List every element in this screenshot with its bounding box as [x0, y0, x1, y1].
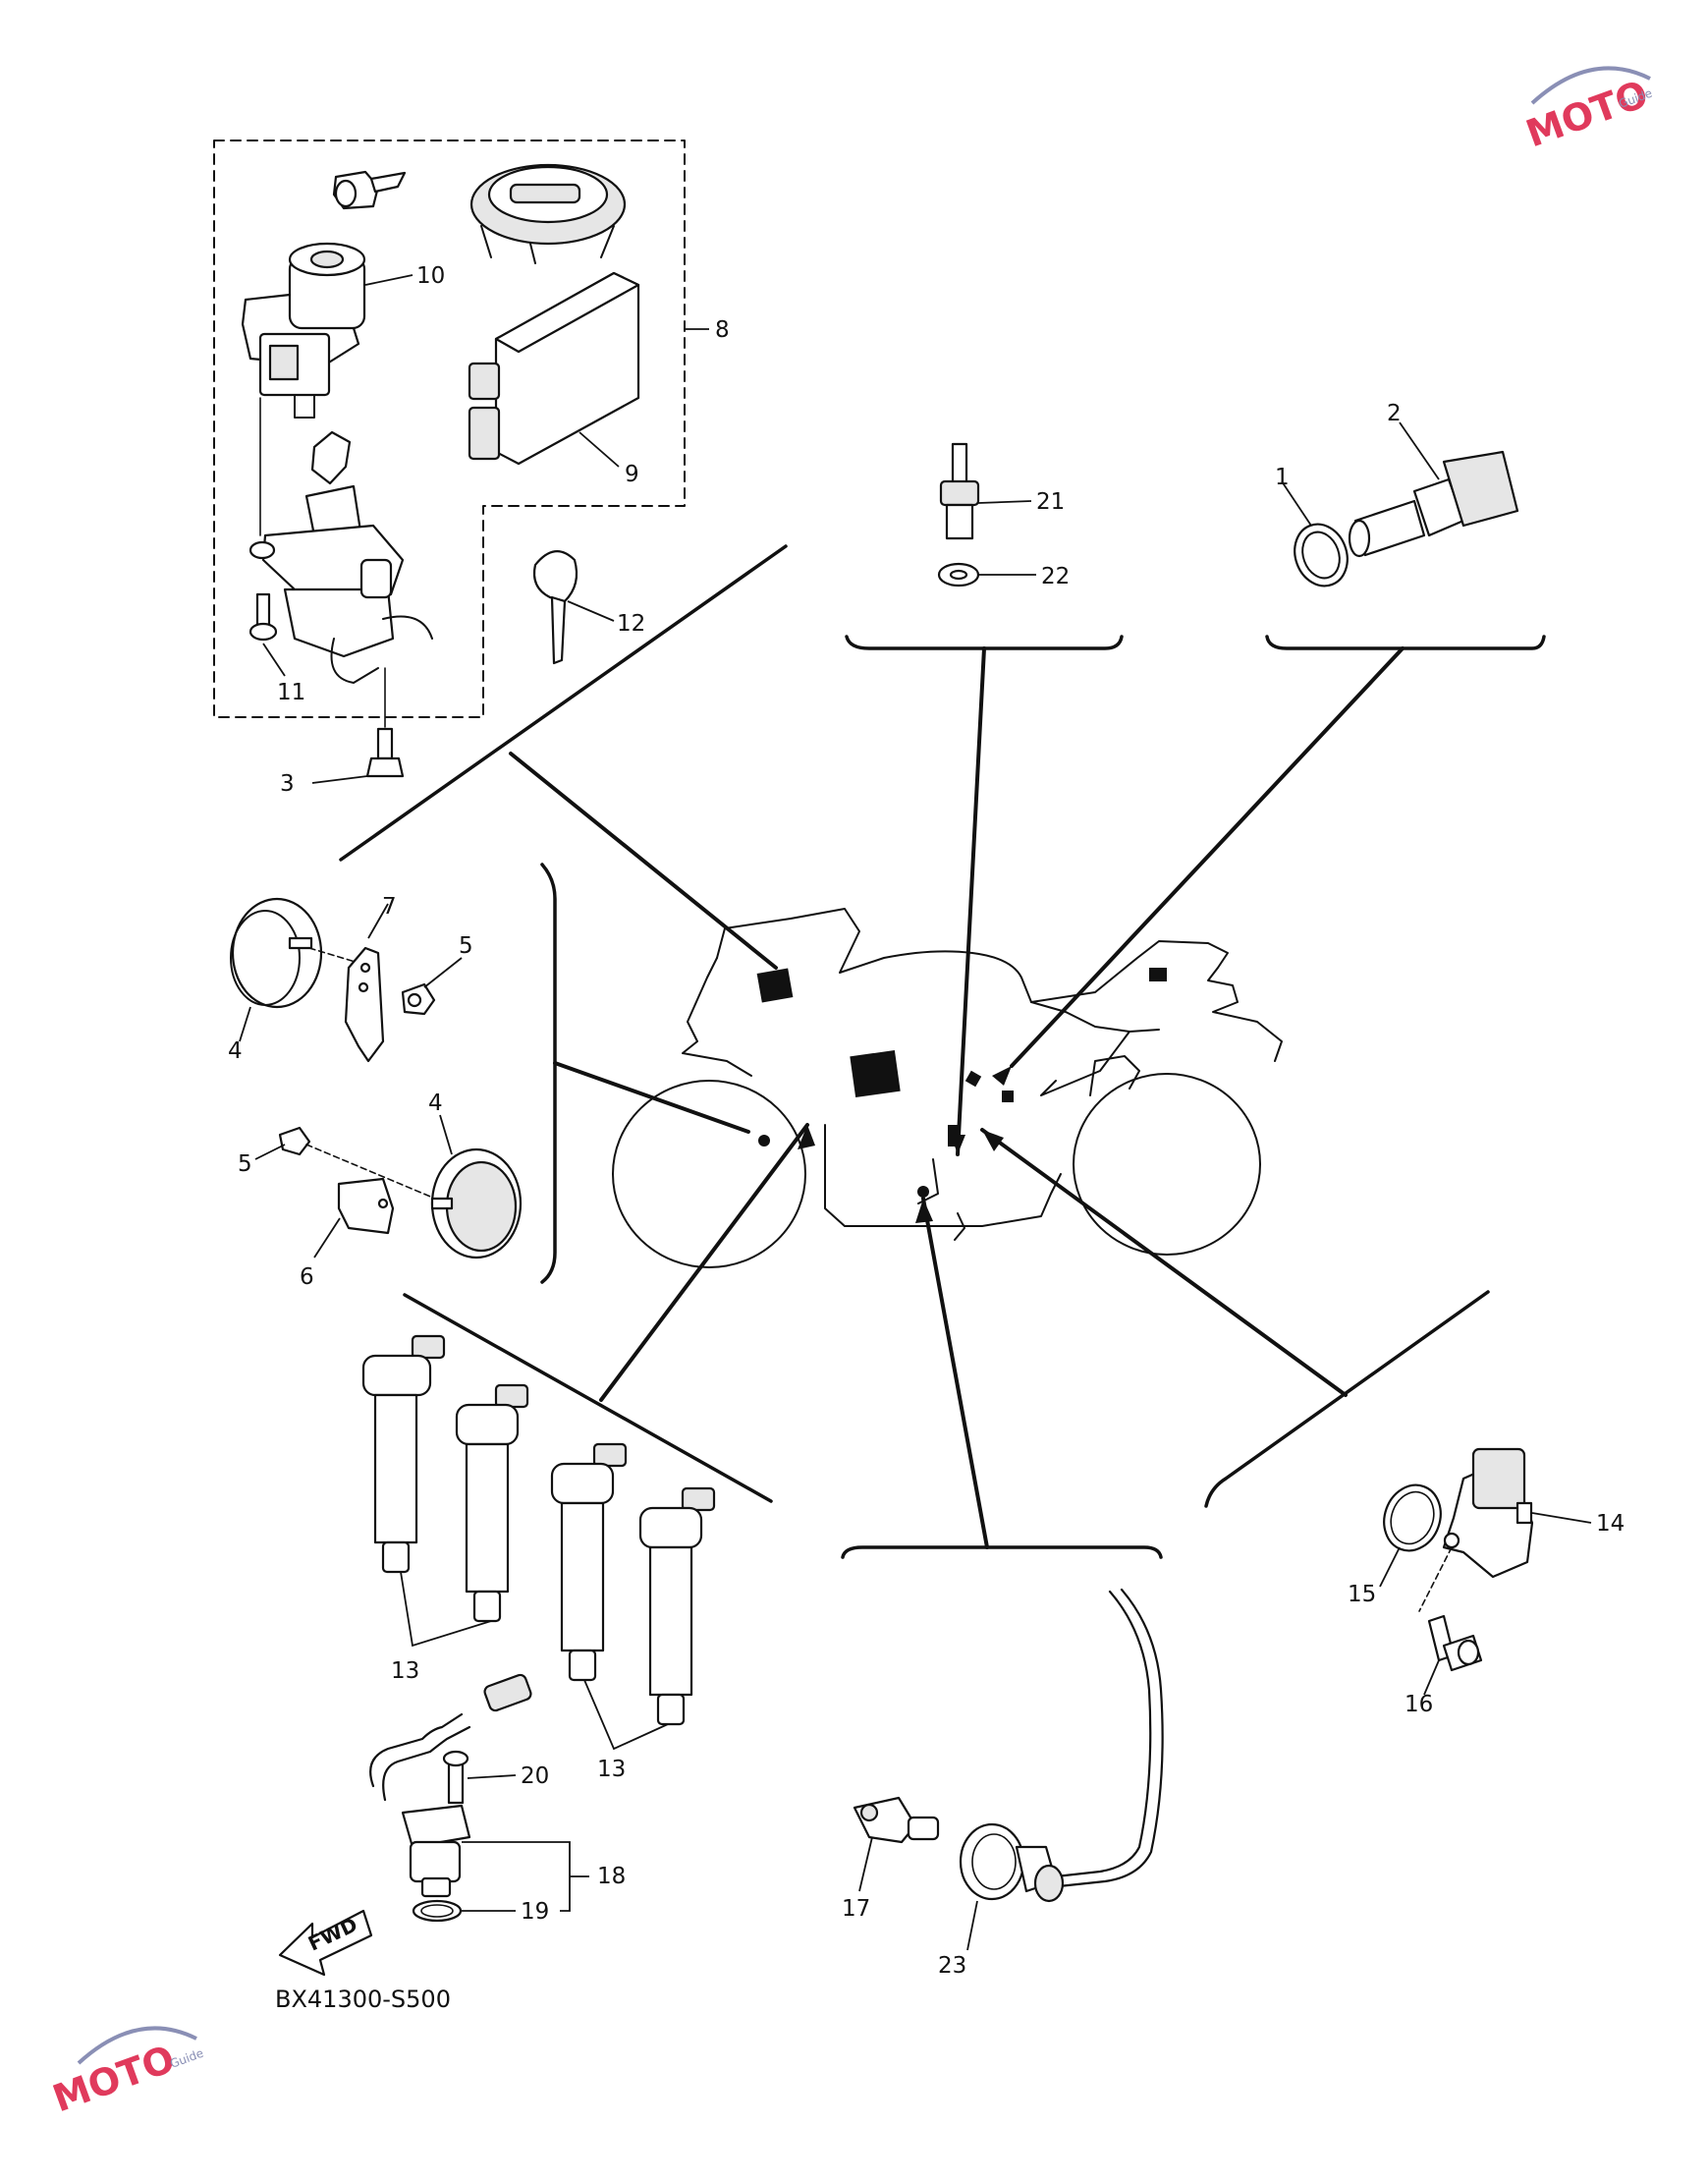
key-part-12 [532, 550, 579, 665]
washer-part-22 [937, 562, 980, 587]
reflector-part-4-upper [230, 897, 359, 1009]
callout-21: 21 [1036, 489, 1065, 515]
callout-16: 16 [1405, 1692, 1433, 1717]
callout-15: 15 [1348, 1582, 1376, 1607]
callout-5-upper: 5 [459, 933, 473, 959]
leader-11 [262, 643, 286, 677]
sensor-part-21 [939, 442, 980, 540]
leader-14 [1531, 1512, 1592, 1524]
ignition-coil-part-13-d [638, 1486, 716, 1726]
leader-18 [462, 1841, 571, 1912]
watermark-text: MOTO [1520, 72, 1654, 155]
watermark-top-right: MOTO Guide [1520, 66, 1654, 155]
diagram-code: BX41300-S500 [275, 1986, 451, 2013]
leader-4-lower [439, 1114, 453, 1155]
callout-9: 9 [625, 462, 639, 487]
sensor-part-18 [369, 1673, 532, 1898]
callout-3: 3 [280, 771, 295, 797]
leader-2 [1399, 421, 1440, 480]
callout-17: 17 [842, 1896, 870, 1922]
leader-16 [1423, 1659, 1440, 1696]
oring-part-1 [1294, 523, 1349, 587]
nut-part-5-upper [401, 982, 436, 1016]
nut-part-5-lower [278, 1126, 311, 1156]
leader-5-lower [254, 1144, 286, 1160]
bolt-part-16 [1427, 1614, 1483, 1672]
oring-part-19 [412, 1899, 463, 1923]
leader-13-upper [400, 1571, 492, 1648]
callout-4-upper: 4 [228, 1038, 243, 1064]
callout-8: 8 [715, 317, 730, 343]
bolt-part-3 [365, 667, 405, 778]
leader-12 [567, 600, 615, 622]
watermark-text: MOTO [47, 2037, 181, 2120]
callout-5-lower: 5 [238, 1151, 252, 1177]
group-8-dashed-box [213, 140, 686, 718]
leader-3 [311, 775, 368, 784]
leader-1 [1281, 480, 1312, 527]
ecu-part-9 [468, 271, 640, 466]
reflector-part-4-lower [430, 1147, 523, 1259]
fwd-arrow-icon: FWD [278, 1909, 373, 1977]
callout-13-upper: 13 [391, 1658, 419, 1684]
callout-23: 23 [938, 1953, 966, 1979]
leader-6 [313, 1217, 341, 1259]
callout-6: 6 [300, 1264, 314, 1290]
leader-17 [858, 1836, 873, 1892]
screw-part-11 [248, 592, 278, 642]
callout-20: 20 [521, 1763, 549, 1789]
callout-18: 18 [597, 1864, 626, 1889]
callout-22: 22 [1041, 564, 1070, 589]
callout-11: 11 [277, 680, 305, 705]
leader-23 [966, 1900, 978, 1951]
watermark-subtext: Guide [168, 2046, 205, 2071]
sensor-part-2 [1348, 450, 1519, 558]
bracket-part-7 [344, 946, 385, 1063]
callout-14: 14 [1596, 1511, 1625, 1537]
leader-7 [367, 903, 389, 939]
callout-10: 10 [416, 263, 445, 289]
sensor-part-14 [1442, 1447, 1534, 1579]
leader-21 [977, 500, 1032, 504]
leader-9 [579, 431, 620, 468]
bracket-part-6 [337, 1177, 395, 1235]
leader-20 [467, 1774, 517, 1779]
ignition-coil-part-13-a [361, 1334, 446, 1574]
ignition-coil-part-13-c [550, 1442, 628, 1682]
callout-13-lower: 13 [597, 1757, 626, 1782]
oring-part-15 [1383, 1483, 1442, 1552]
callout-7: 7 [382, 894, 397, 920]
section-frames [339, 544, 1546, 1559]
leader-4-upper [239, 1006, 251, 1042]
fuel-cap-part [469, 163, 627, 264]
callout-2: 2 [1387, 401, 1402, 426]
lock-insert-part [332, 170, 407, 210]
ignition-coil-part-13-b [455, 1383, 529, 1623]
callout-4-lower: 4 [428, 1091, 443, 1116]
main-switch-assembly [248, 430, 433, 684]
sensor-part-23 [959, 1588, 1164, 1903]
motorcycle-outline [612, 908, 1283, 1268]
callout-12: 12 [617, 611, 645, 637]
ignition-lock-part-10 [241, 242, 366, 536]
watermark-bottom-left: MOTO Guide [47, 2026, 205, 2120]
switch-part-17 [853, 1796, 940, 1844]
leader-5-upper [423, 957, 463, 988]
connector-lines [509, 646, 1405, 1549]
callout-labels: 1 2 3 4 4 5 5 6 7 8 9 10 11 12 13 13 14 … [228, 263, 1625, 1979]
callout-1: 1 [1275, 465, 1290, 490]
leader-13-lower [583, 1679, 669, 1751]
leader-15 [1379, 1546, 1401, 1588]
bolt-part-20 [442, 1750, 469, 1805]
callout-19: 19 [521, 1899, 549, 1925]
leader-10 [364, 274, 413, 286]
